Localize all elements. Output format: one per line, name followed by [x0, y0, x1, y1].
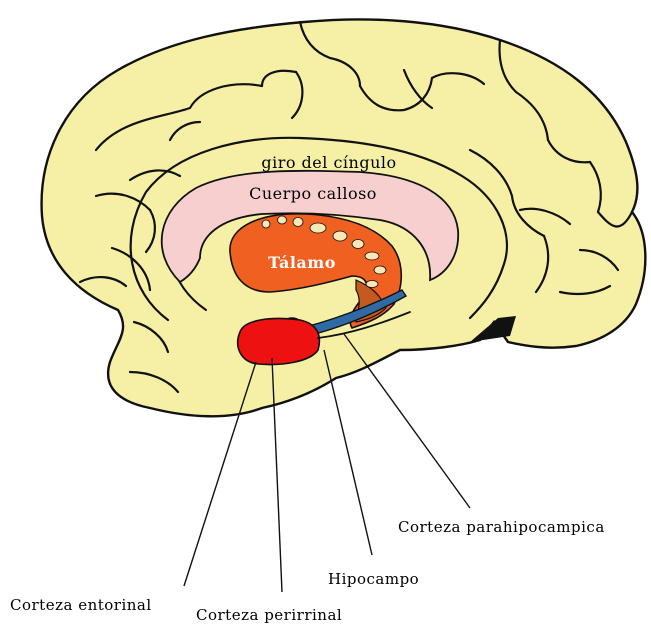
label-hippocampus: Hipocampo: [328, 570, 419, 588]
entorhinal-shape: [238, 319, 320, 365]
label-perirhinal: Corteza perirrinal: [196, 606, 342, 624]
label-entorhinal: Corteza entorinal: [10, 596, 152, 614]
label-corpus-callosum: Cuerpo calloso: [249, 184, 377, 203]
brain-silhouette: [42, 19, 646, 416]
label-cingulate: giro del cíngulo: [261, 153, 396, 172]
label-parahippocampal: Corteza parahipocampica: [398, 518, 605, 536]
label-thalamus: Tálamo: [268, 253, 336, 272]
